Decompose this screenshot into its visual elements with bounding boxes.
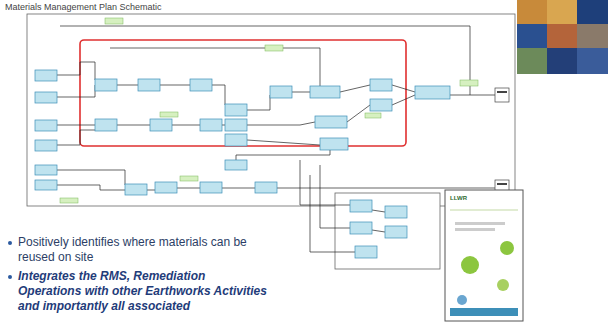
photo-collage [517, 0, 608, 74]
report-booklet [445, 190, 523, 321]
bullet-dot [8, 275, 12, 279]
red-region [80, 40, 406, 146]
bullet-text: Positively identifies where materials ca… [18, 235, 268, 265]
booklet-logo: LLWR [450, 195, 490, 202]
process-boxes [35, 70, 450, 258]
bullet-text: Integrates the RMS, Remediation Operatio… [18, 269, 268, 314]
annotation-tags [60, 18, 478, 203]
schematic-lines [57, 26, 495, 252]
slide-title: Materials Management Plan Schematic [5, 2, 162, 12]
end-icons [495, 88, 509, 194]
offsite-box [335, 193, 440, 269]
bullet-dot [8, 241, 12, 245]
outer-frame [27, 14, 515, 206]
